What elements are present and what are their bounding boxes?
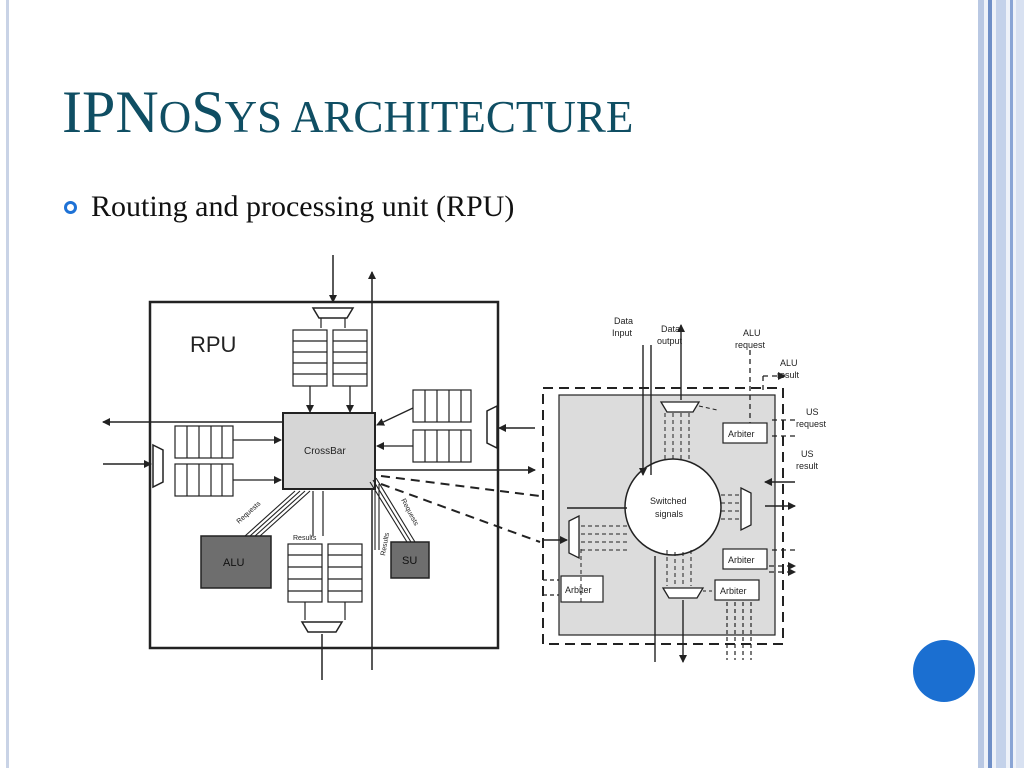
switched-label-1: Switched	[650, 496, 687, 506]
left-mux	[152, 443, 164, 489]
detail-dashed-frame	[542, 387, 784, 645]
us-result-label-1: US	[801, 449, 814, 459]
detail-bottom-mux	[661, 587, 705, 599]
data-output-label-1: Data	[661, 324, 680, 334]
arbiter-right-middle	[722, 548, 768, 570]
right-buffer	[412, 389, 472, 463]
alu-request-label-2: request	[735, 340, 766, 350]
rpu-architecture-diagram: RPU CrossBar	[102, 255, 827, 680]
title-part: IPN	[62, 79, 159, 145]
us-result-label-2: result	[796, 461, 819, 471]
alu-label: ALU	[223, 557, 244, 569]
alu-result-label-2: result	[777, 370, 800, 380]
left-border-line	[6, 0, 9, 768]
slide-title: IPNOSYS ARCHITECTURE	[62, 82, 633, 142]
right-decorative-stripes	[978, 0, 1024, 768]
title-part: YS ARCHITECTURE	[224, 92, 634, 142]
bullet-text: Routing and processing unit (RPU)	[91, 190, 515, 223]
detail-left-mux	[568, 514, 580, 560]
arbiter-label: Arbiter	[565, 585, 592, 595]
bottom-buffer	[287, 543, 363, 603]
su-label: SU	[402, 555, 417, 567]
alu-request-label-1: ALU	[743, 328, 761, 338]
decorative-circle	[913, 640, 975, 702]
detail-top-mux	[659, 401, 701, 413]
data-output-label-2: output	[657, 336, 683, 346]
bullet-circle-icon	[64, 200, 77, 214]
us-request-label-2: request	[796, 419, 827, 429]
alu-result-label-1: ALU	[780, 358, 798, 368]
right-mux	[486, 404, 498, 450]
switched-signals-node	[624, 458, 722, 556]
arbiter-bottom-right	[714, 579, 760, 601]
detail-right-mux	[740, 486, 752, 532]
crossbar-label: CrossBar	[304, 446, 346, 457]
alu-box	[200, 535, 272, 589]
arbiter-label: Arbiter	[728, 555, 755, 565]
bullet-item: Routing and processing unit (RPU)	[64, 190, 514, 224]
us-request-label-1: US	[806, 407, 819, 417]
title-part: S	[191, 79, 225, 145]
bottom-mux	[300, 621, 344, 633]
results-side-label: Results	[380, 532, 391, 557]
crossbar-box	[282, 412, 376, 490]
arbiter-label: Arbiter	[728, 429, 755, 439]
arbiter-label: Arbiter	[720, 586, 747, 596]
su-box	[390, 541, 430, 579]
data-input-label-2: Input	[612, 328, 633, 338]
results-top-label: Results	[293, 535, 317, 542]
switched-label-2: signals	[655, 509, 684, 519]
title-part: O	[158, 92, 192, 142]
left-buffer	[174, 425, 234, 497]
top-mux	[311, 307, 355, 319]
rpu-label: RPU	[190, 332, 236, 357]
arbiter-top-right	[722, 422, 768, 444]
data-input-label-1: Data	[614, 316, 633, 326]
arbiter-left-bottom	[560, 575, 604, 603]
